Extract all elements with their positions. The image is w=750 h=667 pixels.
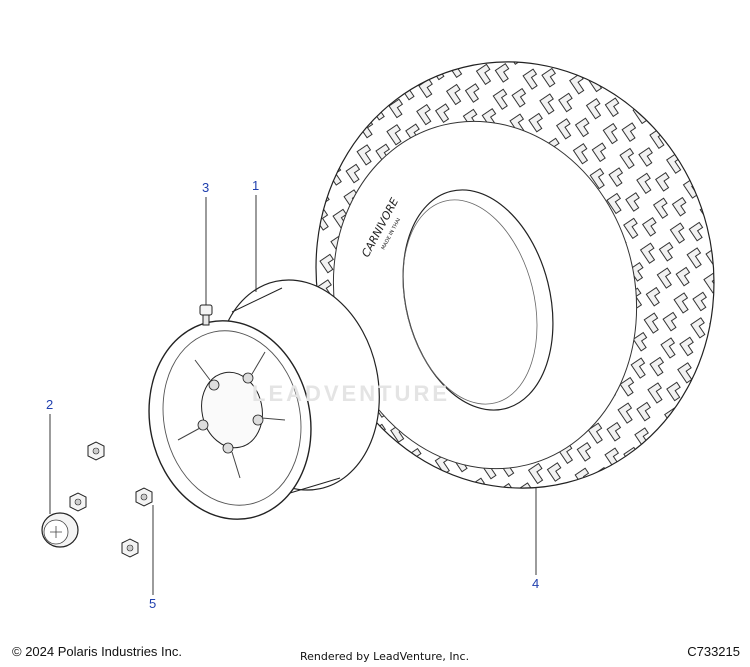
- copyright-text: © 2024 Polaris Industries Inc.: [12, 644, 182, 659]
- watermark: LEADVENTURE: [252, 381, 451, 406]
- tire: CARNIVORE MADE IN THAI: [315, 61, 715, 489]
- callout-5[interactable]: 5: [149, 596, 156, 611]
- tire-bead-inner: [402, 199, 538, 405]
- lug-nuts: [69, 441, 153, 558]
- lug-nut: [69, 492, 87, 512]
- lug-nut: [135, 487, 153, 507]
- lug-hole: [222, 442, 234, 454]
- callout-1[interactable]: 1: [252, 178, 259, 193]
- callout-2[interactable]: 2: [46, 397, 53, 412]
- rim-spokes: [177, 351, 286, 479]
- rim-front-lip: [162, 330, 302, 506]
- rim-hub: [201, 371, 263, 449]
- lug-nut: [121, 538, 139, 558]
- wheel-rim: [148, 279, 380, 520]
- rendered-by-text: Rendered by LeadVenture, Inc.: [300, 650, 470, 663]
- leader-lines: [49, 195, 537, 595]
- lug-hole: [252, 414, 264, 426]
- callout-4[interactable]: 4: [532, 576, 539, 591]
- lug-hole: [197, 419, 209, 431]
- lug-hole: [242, 372, 254, 384]
- callout-3[interactable]: 3: [202, 180, 209, 195]
- diagram-code: C733215: [687, 644, 740, 659]
- lug-nut: [87, 441, 105, 461]
- center-cap: [41, 512, 79, 548]
- lug-hole: [208, 379, 220, 391]
